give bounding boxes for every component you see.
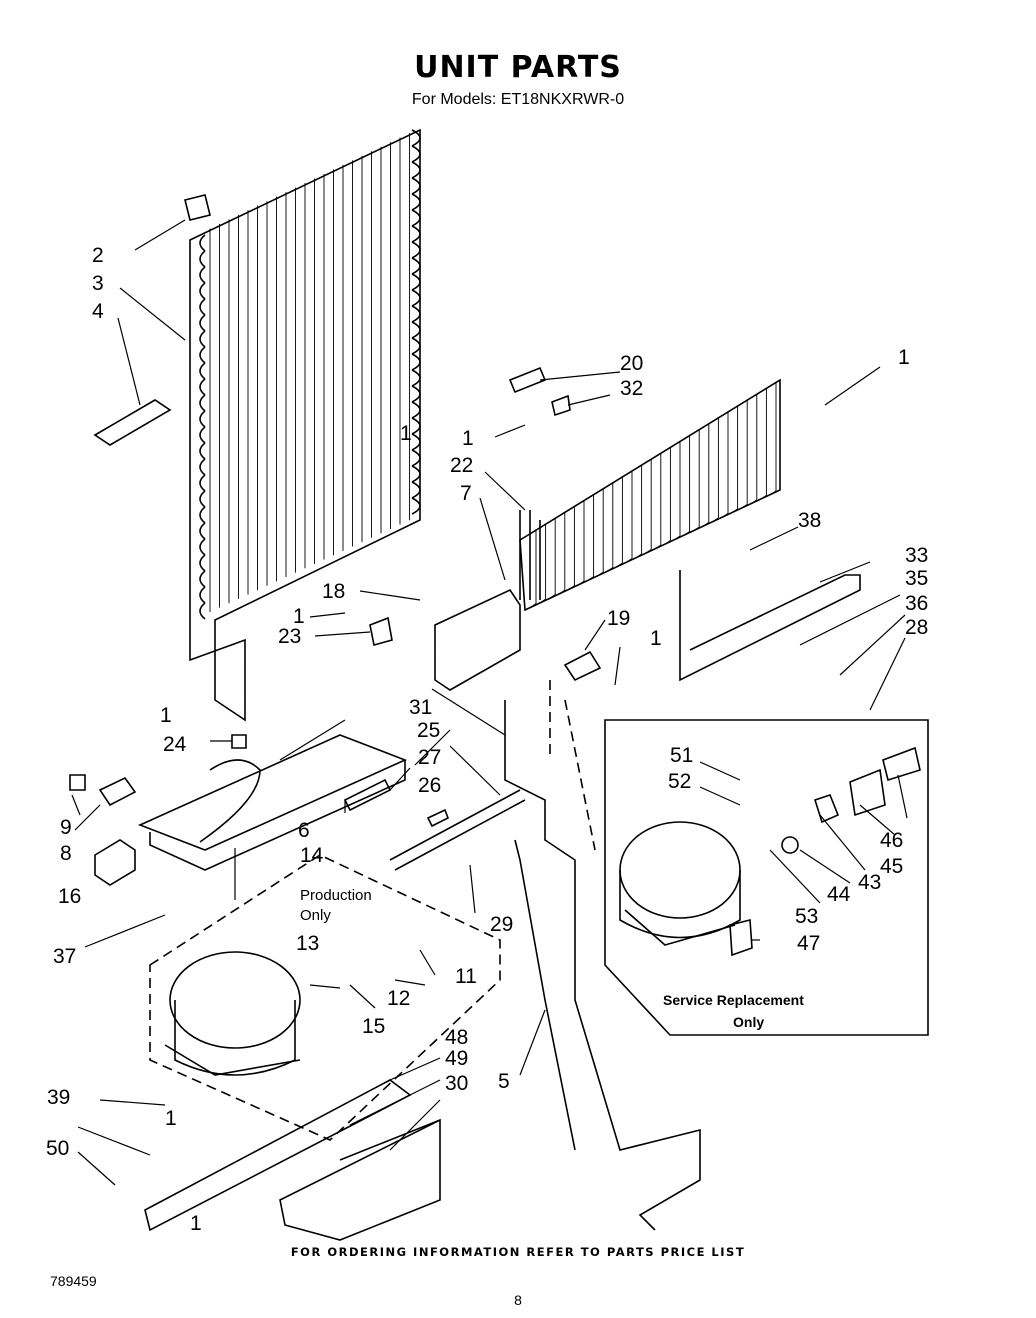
- part-9: [69, 774, 86, 791]
- callout-26: 26: [418, 774, 441, 797]
- callout-52: 52: [668, 770, 691, 793]
- callout-25: 25: [417, 719, 440, 742]
- production-compressor: [149, 854, 501, 1141]
- callout-48: 48: [445, 1026, 468, 1049]
- part-4: [93, 399, 172, 446]
- callout-1: 1: [650, 627, 662, 650]
- callout-18: 18: [322, 580, 345, 603]
- callout-1: 1: [293, 605, 305, 628]
- callout-32: 32: [620, 377, 643, 400]
- page-title: UNIT PARTS: [414, 50, 622, 85]
- callout-11: 11: [455, 965, 477, 988]
- callout-1: 1: [165, 1107, 177, 1130]
- bracket-22: [434, 588, 521, 691]
- callout-30: 30: [445, 1072, 468, 1095]
- part-20: [508, 366, 547, 394]
- evaporator-coil: [519, 378, 781, 612]
- part-8: [98, 776, 137, 807]
- callout-53: 53: [795, 905, 818, 928]
- document-number: 789459: [50, 1273, 97, 1289]
- callout-14: 14: [300, 844, 324, 867]
- fitting-26: [426, 808, 450, 828]
- part-32: [551, 394, 571, 417]
- callout-9: 9: [60, 816, 72, 839]
- callout-16: 16: [58, 885, 81, 908]
- callout-39: 39: [47, 1086, 70, 1109]
- callout-20: 20: [620, 352, 643, 375]
- callout-15: 15: [362, 1015, 385, 1038]
- suction-line: [514, 839, 576, 1151]
- callout-1: 1: [898, 346, 910, 369]
- condenser-coil: [189, 128, 421, 722]
- callout-31: 31: [409, 696, 432, 719]
- callout-5: 5: [498, 1070, 510, 1093]
- callout-27: 27: [418, 746, 441, 769]
- service-note-line2: Only: [733, 1014, 764, 1030]
- callout-19: 19: [607, 607, 630, 630]
- callout-3: 3: [92, 272, 104, 295]
- callout-12: 12: [387, 987, 410, 1010]
- callout-43: 43: [858, 871, 881, 894]
- callout-38: 38: [798, 509, 821, 532]
- part-2: [184, 194, 211, 221]
- callout-13: 13: [296, 932, 319, 955]
- callout-1: 1: [160, 704, 172, 727]
- callout-1: 1: [400, 422, 412, 445]
- callout-51: 51: [670, 744, 693, 767]
- callout-1: 1: [462, 427, 474, 450]
- part-24: [231, 734, 247, 749]
- defrost-tube: [679, 570, 861, 682]
- callout-37: 37: [53, 945, 76, 968]
- callout-8: 8: [60, 842, 72, 865]
- callout-24: 24: [163, 733, 187, 756]
- callout-46: 46: [880, 829, 903, 852]
- part-23: [369, 616, 393, 647]
- callout-28: 28: [905, 616, 928, 639]
- callout-50: 50: [46, 1137, 69, 1160]
- filter-drier: [389, 789, 526, 871]
- ordering-footer: FOR ORDERING INFORMATION REFER TO PARTS …: [290, 1245, 746, 1259]
- callout-22: 22: [450, 454, 473, 477]
- production-note-line1: Production: [300, 887, 372, 904]
- callout-29: 29: [490, 913, 513, 936]
- callout-6: 6: [298, 819, 310, 842]
- production-note-line2: Only: [300, 907, 331, 924]
- callout-35: 35: [905, 567, 928, 590]
- service-note-line1: Service Replacement: [663, 992, 804, 1008]
- callout-49: 49: [445, 1047, 468, 1070]
- callout-36: 36: [905, 592, 928, 615]
- callout-33: 33: [905, 544, 928, 567]
- callout-45: 45: [880, 855, 903, 878]
- service-replacement-box: [604, 719, 929, 1036]
- model-subtitle: For Models: ET18NKXRWR-0: [411, 91, 625, 108]
- callout-23: 23: [278, 625, 301, 648]
- part-16: [94, 839, 136, 886]
- page-number: 8: [514, 1292, 522, 1308]
- callout-1: 1: [190, 1212, 202, 1235]
- capillary-tube: [504, 700, 701, 1231]
- callout-47: 47: [797, 932, 820, 955]
- callout-2: 2: [92, 244, 104, 267]
- part-19: [563, 650, 602, 682]
- callout-44: 44: [827, 883, 851, 906]
- callout-7: 7: [460, 482, 472, 505]
- tube-drop: [549, 680, 596, 851]
- callout-4: 4: [92, 300, 104, 323]
